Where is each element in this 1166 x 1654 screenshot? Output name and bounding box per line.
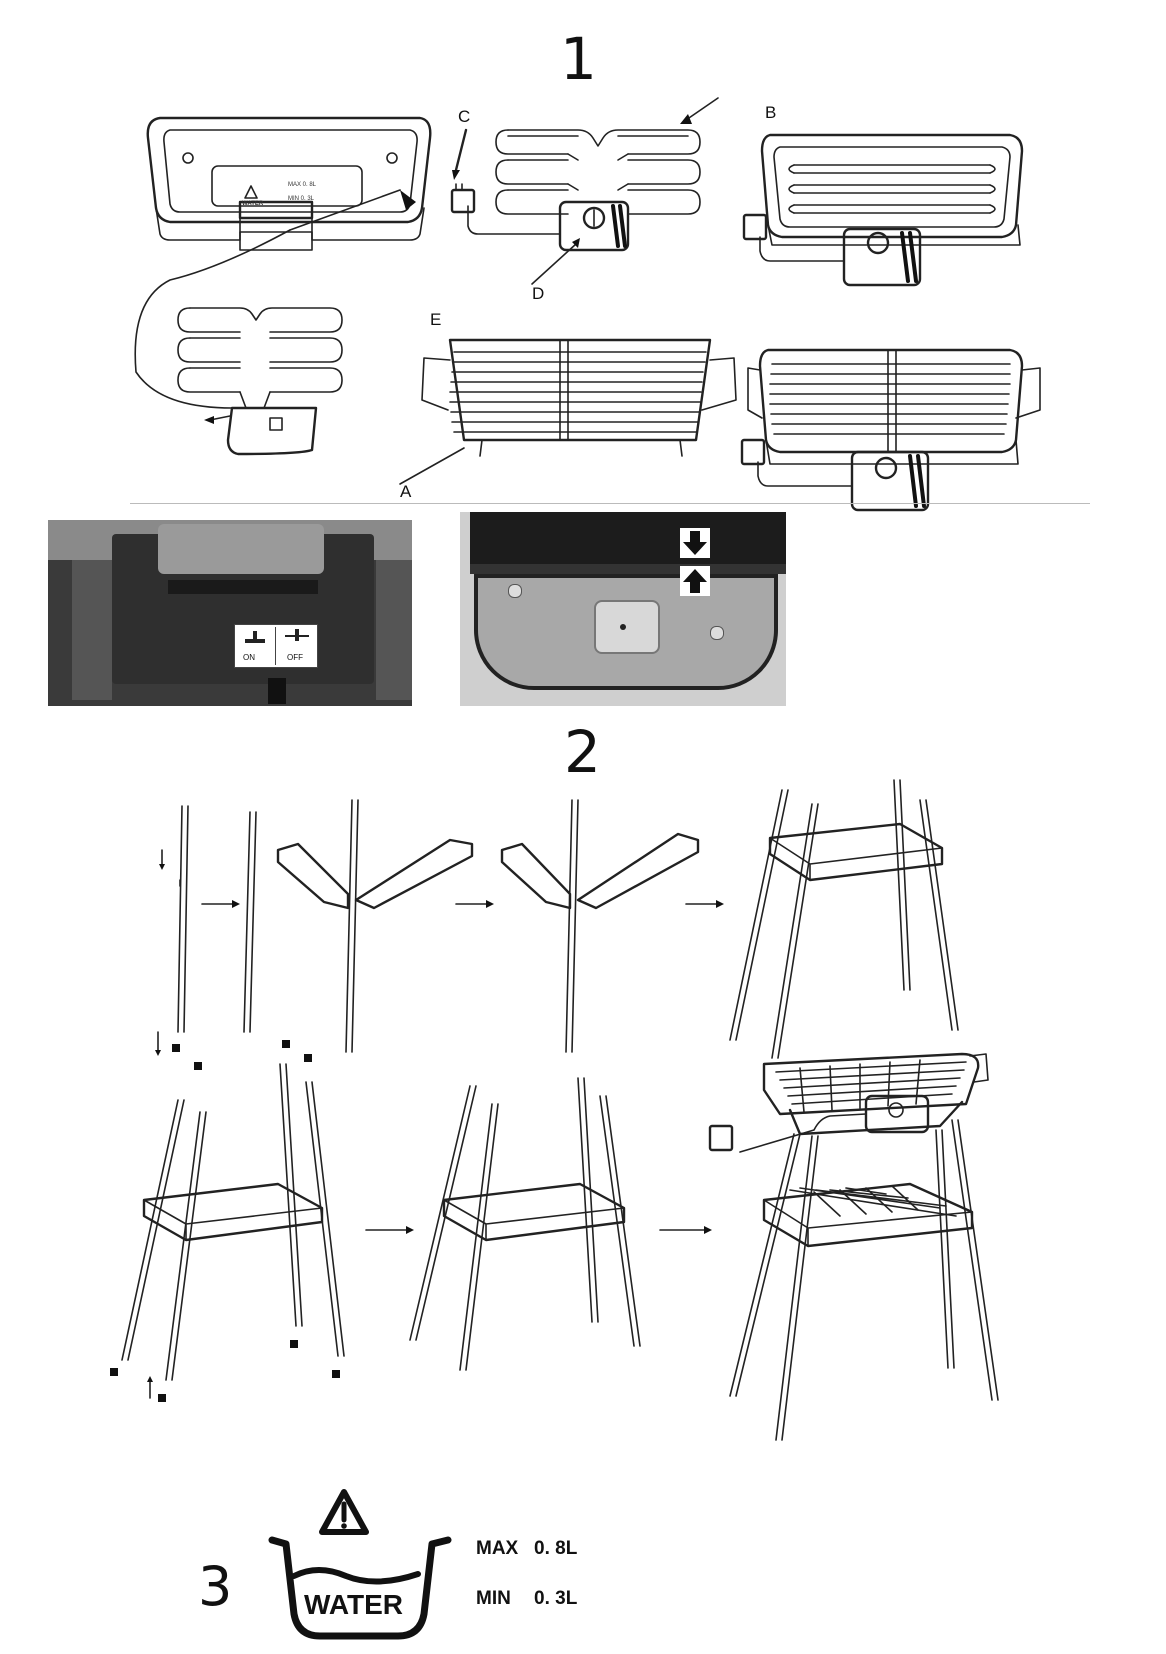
- arrow-down-icon: [680, 528, 710, 558]
- thermostat-knob-icon: [582, 206, 606, 230]
- min-value: 0. 3L: [534, 1588, 578, 1609]
- water-word: WATER: [304, 1589, 403, 1620]
- tray-min-text: MIN 0. 3L: [288, 196, 315, 202]
- plug-icon: [450, 188, 476, 214]
- callout-c: C: [458, 107, 471, 126]
- arrow-up-icon: [680, 566, 710, 596]
- assembled-grill-illustration: [742, 133, 1024, 287]
- switch-off-label: OFF: [287, 653, 303, 662]
- heating-element-cable-illustration: [134, 189, 416, 456]
- section-number-3: 3: [198, 1555, 233, 1618]
- switch-photo: ON OFF: [48, 520, 412, 706]
- min-label: MIN: [476, 1588, 511, 1609]
- callout-d: D: [532, 284, 545, 303]
- section-divider: [130, 503, 1090, 504]
- section-number-2: 2: [564, 718, 601, 786]
- max-label: MAX: [476, 1538, 519, 1559]
- callout-e: E: [430, 310, 442, 329]
- drip-tray-illustration: WATER MAX 0. 8L MIN 0. 3L: [146, 116, 432, 251]
- leg-assembly-row-2: [110, 1031, 999, 1441]
- water-level-symbol: WATER: [268, 1489, 452, 1640]
- cooking-grid-illustration: [399, 338, 737, 485]
- callout-b: B: [765, 103, 777, 122]
- tray-water-word: WATER: [242, 201, 264, 207]
- warning-triangle-icon: [319, 1489, 369, 1535]
- section-number-1: 1: [560, 25, 597, 93]
- connector-photo: [460, 512, 786, 706]
- tray-max-text: MAX 0. 8L: [288, 182, 317, 188]
- switch-label: ON OFF: [234, 624, 318, 668]
- heating-element-illustration: [450, 97, 719, 285]
- callout-a: A: [400, 482, 412, 501]
- assembled-grill-grid-illustration: [740, 348, 1041, 512]
- switch-on-label: ON: [243, 653, 255, 662]
- leg-assembly-row-1: [159, 779, 959, 1059]
- max-value: 0. 8L: [534, 1538, 578, 1559]
